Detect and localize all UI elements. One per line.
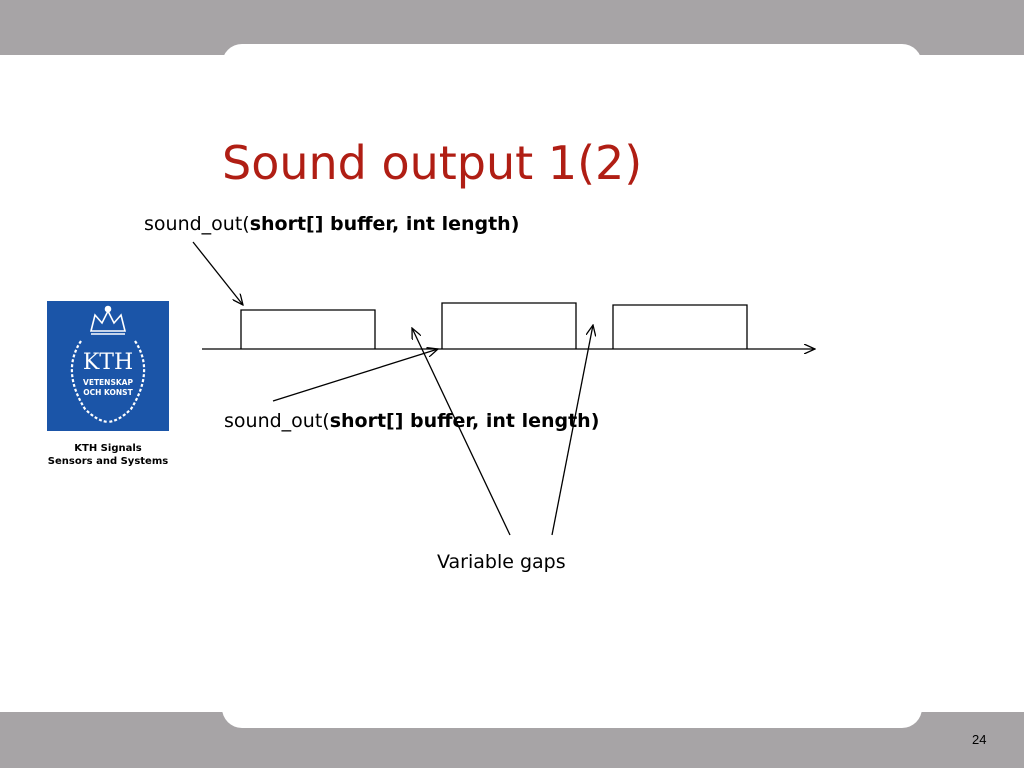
slide-title: Sound output 1(2) — [222, 136, 643, 190]
kth-logo: KTH VETENSKAP OCH KONST — [47, 301, 169, 431]
logo-caption-line1: KTH Signals — [74, 443, 142, 454]
page-number: 24 — [972, 732, 987, 747]
code-label-top: sound_out(short[] buffer, int length) — [144, 213, 519, 235]
callout-arrow-top — [192, 241, 243, 305]
variable-gaps-label: Variable gaps — [437, 551, 566, 573]
gap-arrow-right — [551, 325, 593, 536]
code-label-bottom-prefix: sound_out( — [224, 410, 330, 432]
logo-motto-line1: VETENSKAP — [83, 378, 133, 387]
buffer-block-2 — [441, 302, 577, 349]
logo-motto-line2: OCH KONST — [83, 388, 133, 397]
logo-caption-line2: Sensors and Systems — [47, 456, 169, 467]
callout-arrow-bottom — [272, 349, 438, 402]
code-label-top-prefix: sound_out( — [144, 213, 250, 235]
kth-emblem-icon: KTH VETENSKAP OCH KONST — [70, 305, 146, 424]
code-label-bottom: sound_out(short[] buffer, int length) — [224, 410, 599, 432]
gap-arrow-left — [412, 328, 511, 536]
code-label-bottom-args: short[] buffer, int length) — [329, 410, 600, 432]
logo-caption: KTH Signals Sensors and Systems — [36, 442, 180, 468]
slide-card — [222, 44, 922, 728]
buffer-block-1 — [240, 309, 376, 349]
code-label-top-args: short[] buffer, int length) — [249, 213, 520, 235]
logo-emblem-text: KTH — [83, 350, 133, 375]
buffer-block-3 — [612, 304, 748, 349]
